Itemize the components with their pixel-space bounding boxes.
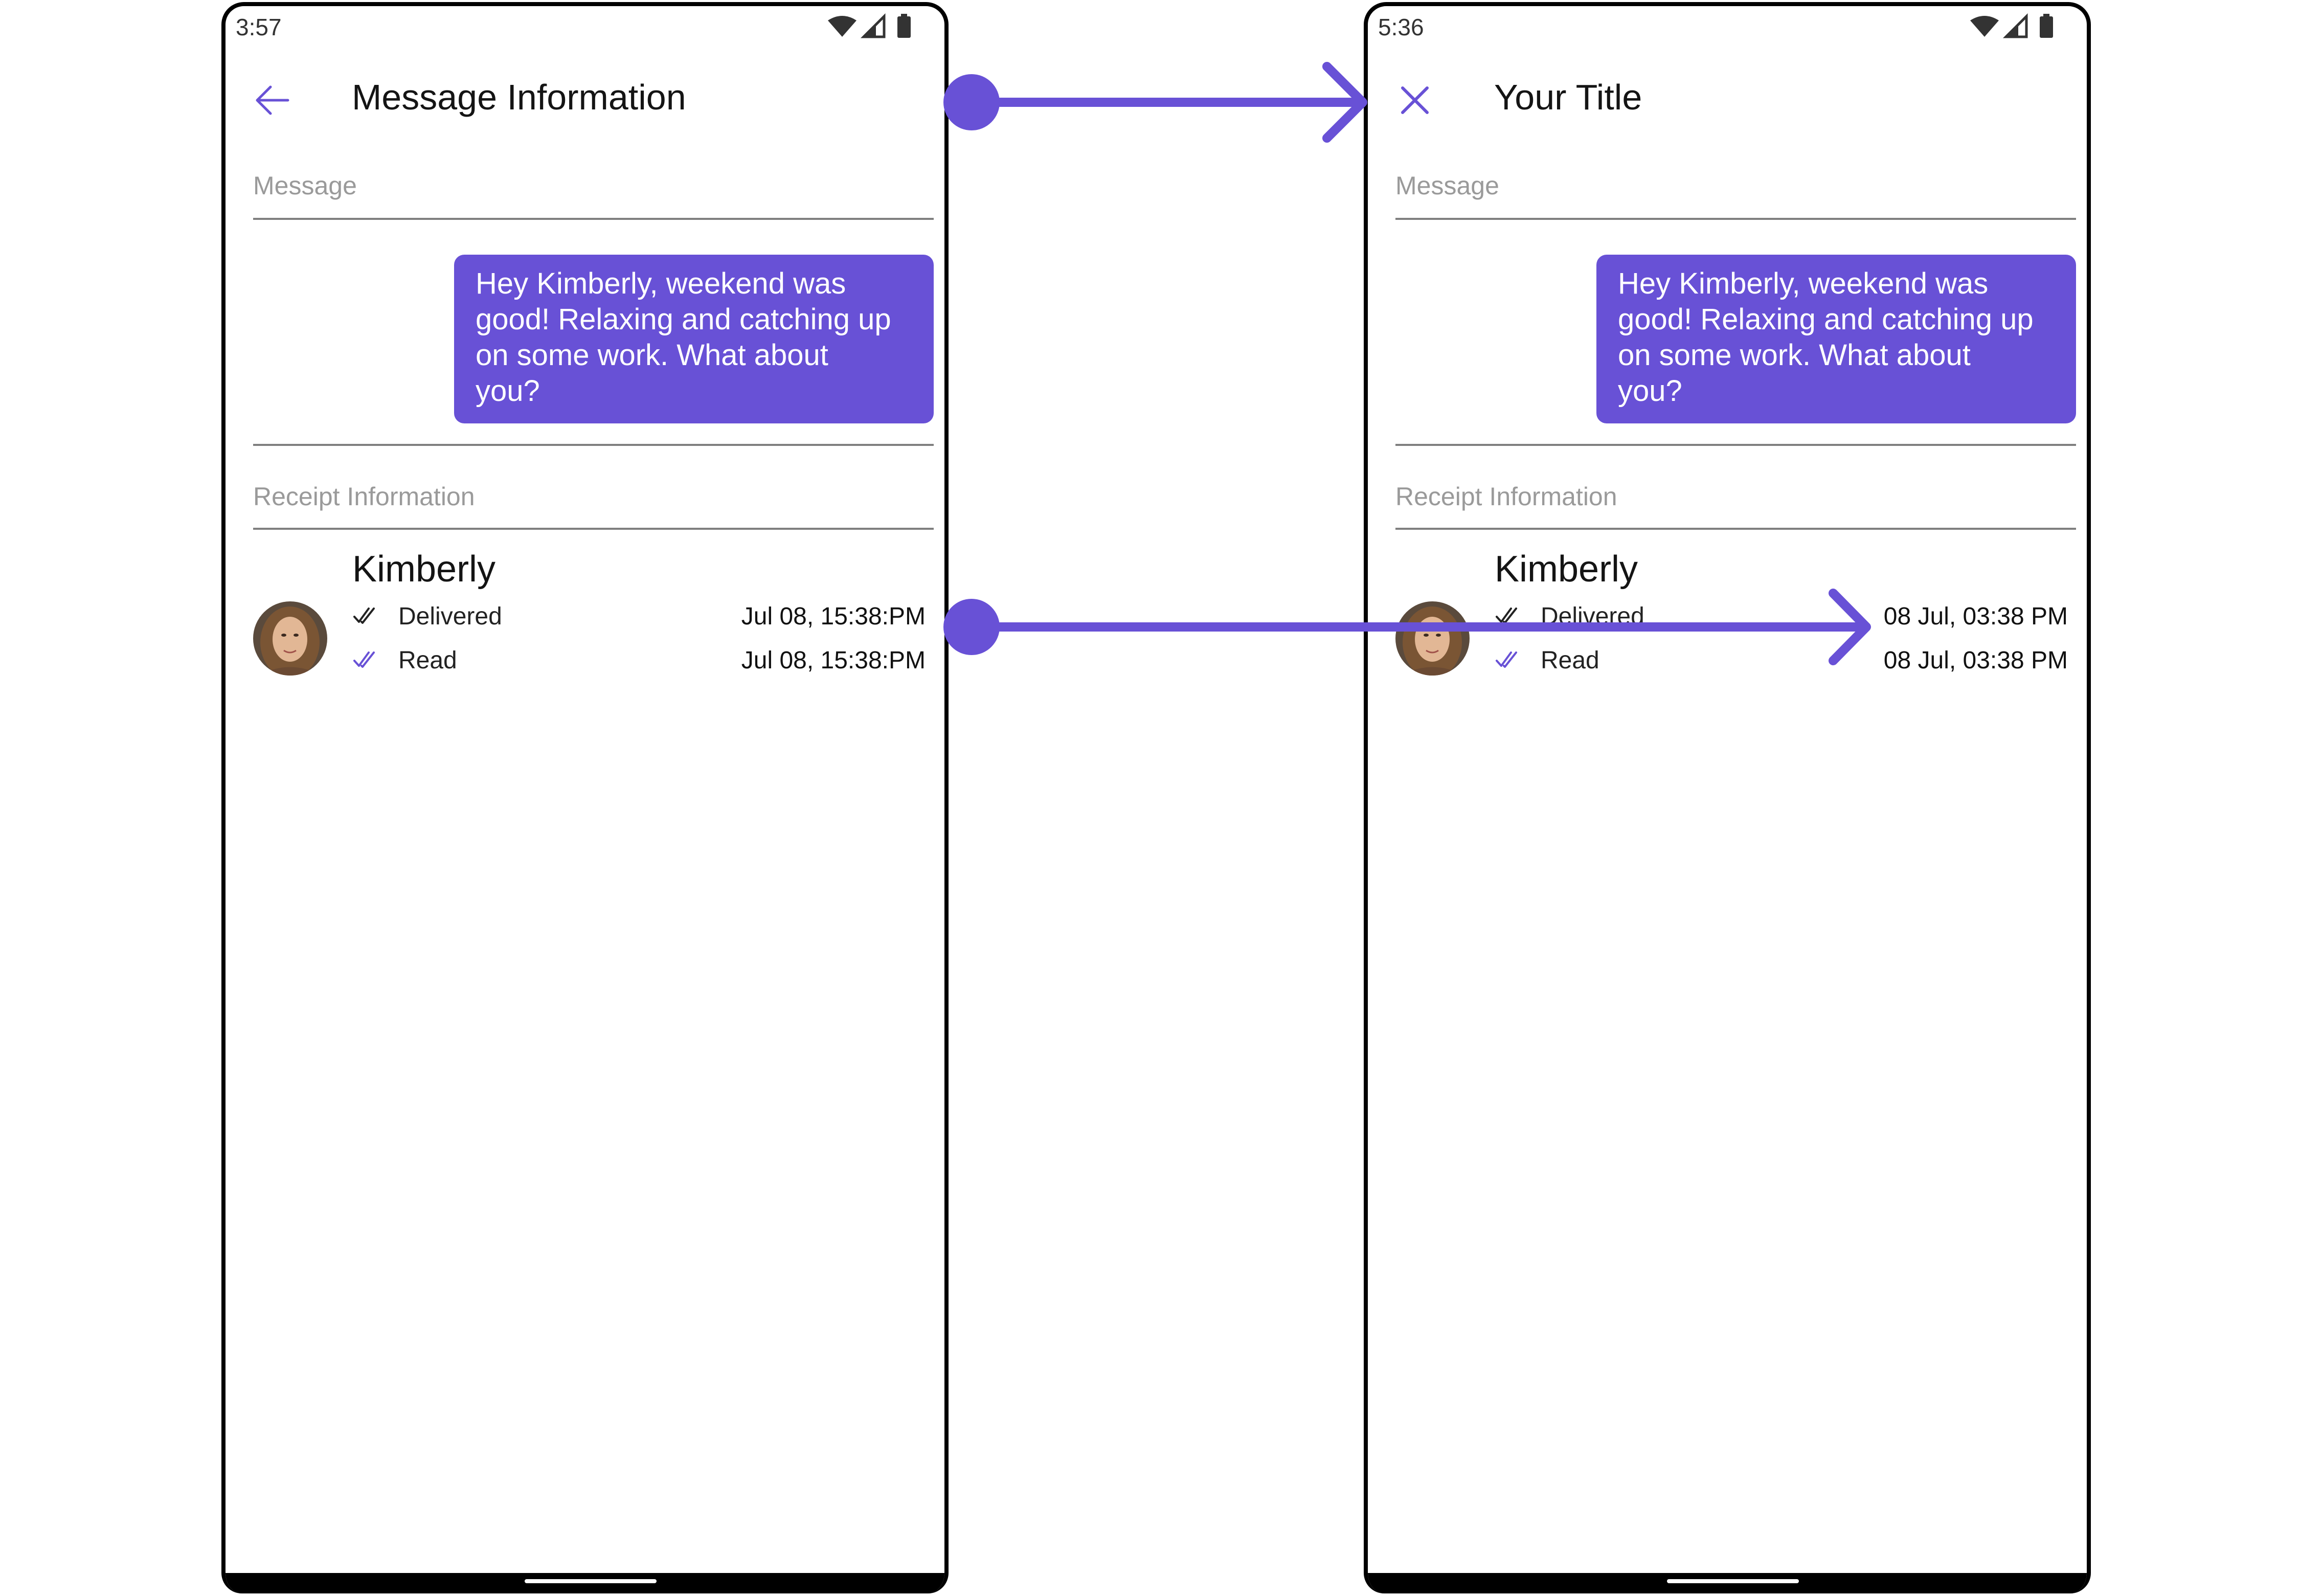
page-title: Your Title [1494,77,1642,117]
bubble-line: on some work. What about [476,339,828,372]
status-bar: 3:57 [226,6,944,47]
close-icon[interactable] [1394,80,1435,121]
delivered-row: Delivered Jul 08, 15:38:PM [352,600,926,631]
read-row: Read Jul 08, 15:38:PM [352,644,926,675]
battery-icon [2040,14,2053,38]
delivered-time: Jul 08, 15:38:PM [741,603,926,630]
divider [253,218,934,220]
home-indicator[interactable] [525,1579,657,1583]
receiver-name: Kimberly [1495,549,1638,590]
status-time: 3:57 [236,14,282,40]
bubble-line: Hey Kimberly, weekend was [476,267,846,300]
read-time: 08 Jul, 03:38 PM [1883,647,2068,674]
read-label: Read [398,647,457,674]
divider [253,528,934,530]
status-time: 5:36 [1378,14,1424,40]
delivered-row: Delivered 08 Jul, 03:38 PM [1495,600,2068,631]
divider [1395,218,2076,220]
message-bubble[interactable]: Hey Kimberly, weekend was good! Relaxing… [454,255,934,423]
bubble-line: you? [476,374,540,408]
status-bar: 5:36 [1368,6,2087,47]
bubble-line: you? [1618,374,1682,408]
bubble-line: good! Relaxing and catching up [476,303,891,336]
message-bubble[interactable]: Hey Kimberly, weekend was good! Relaxing… [1596,255,2076,423]
page-title: Message Information [352,77,686,117]
receipt-section-label: Receipt Information [1395,482,1617,511]
message-section-label: Message [253,171,357,200]
navigation-bar [226,1573,944,1593]
wifi-icon [1970,16,1999,37]
read-label: Read [1541,647,1599,674]
delivered-label: Delivered [398,603,502,630]
battery-icon [897,14,911,38]
navigation-bar [1368,1573,2087,1593]
double-tick-read-icon [353,651,375,668]
divider [1395,528,2076,530]
double-tick-icon [1496,608,1517,624]
status-icons [1970,13,2053,38]
wifi-icon [828,16,856,37]
app-bar: Message Information [226,57,944,142]
title-callout-arrow [943,62,1367,143]
avatar [1395,601,1470,676]
read-time: Jul 08, 15:38:PM [741,647,926,674]
arrow-back-icon[interactable] [252,80,293,121]
double-tick-read-icon [1496,651,1517,668]
home-indicator[interactable] [1667,1579,1799,1583]
app-bar: Your Title [1368,57,2087,142]
avatar [253,601,327,676]
signal-icon [2002,13,2028,38]
bubble-line: Hey Kimberly, weekend was [1618,267,1989,300]
phone-screen-default: 3:57 Message Information Message Hey Kim… [221,2,949,1593]
status-icons [828,13,911,38]
signal-icon [860,13,886,38]
phone-screen-customized: 5:36 Your Title Message Hey Kimberly, we… [1364,2,2091,1593]
delivered-time: 08 Jul, 03:38 PM [1883,603,2068,630]
double-tick-icon [353,608,375,624]
read-row: Read 08 Jul, 03:38 PM [1495,644,2068,675]
divider [253,444,934,446]
divider [1395,444,2076,446]
message-section-label: Message [1395,171,1499,200]
bubble-line: on some work. What about [1618,339,1971,372]
receipt-section-label: Receipt Information [253,482,475,511]
bubble-line: good! Relaxing and catching up [1618,303,2034,336]
delivered-label: Delivered [1541,603,1644,630]
receiver-name: Kimberly [352,549,496,590]
